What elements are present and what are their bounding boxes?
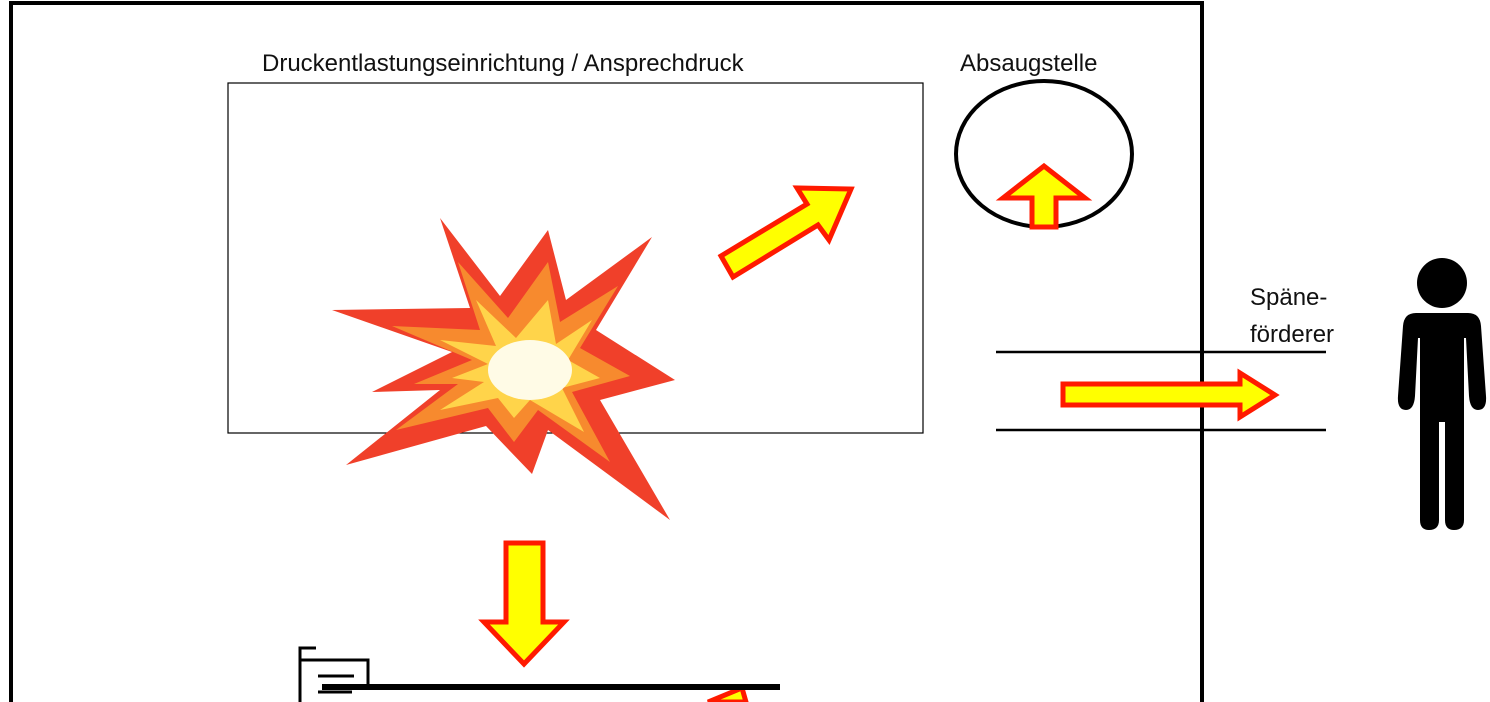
- arrow-icon-partial: [707, 684, 749, 702]
- door-bracket: [298, 646, 370, 702]
- arrow-icon-up: [995, 162, 1093, 230]
- conveyor-label-line1: Späne-: [1250, 284, 1327, 311]
- conveyor-label-line2: förderer: [1250, 321, 1334, 348]
- arrow-icon-diagonal: [717, 185, 855, 281]
- arrow-icon-down: [478, 540, 570, 668]
- person-icon: [1397, 258, 1487, 530]
- extraction-label: Absaugstelle: [960, 50, 1097, 77]
- pressure-relief-label: Druckentlastungseinrichtung / Ansprechdr…: [262, 50, 745, 77]
- explosion-icon: [332, 218, 675, 520]
- arrow-icon-right: [1060, 368, 1280, 422]
